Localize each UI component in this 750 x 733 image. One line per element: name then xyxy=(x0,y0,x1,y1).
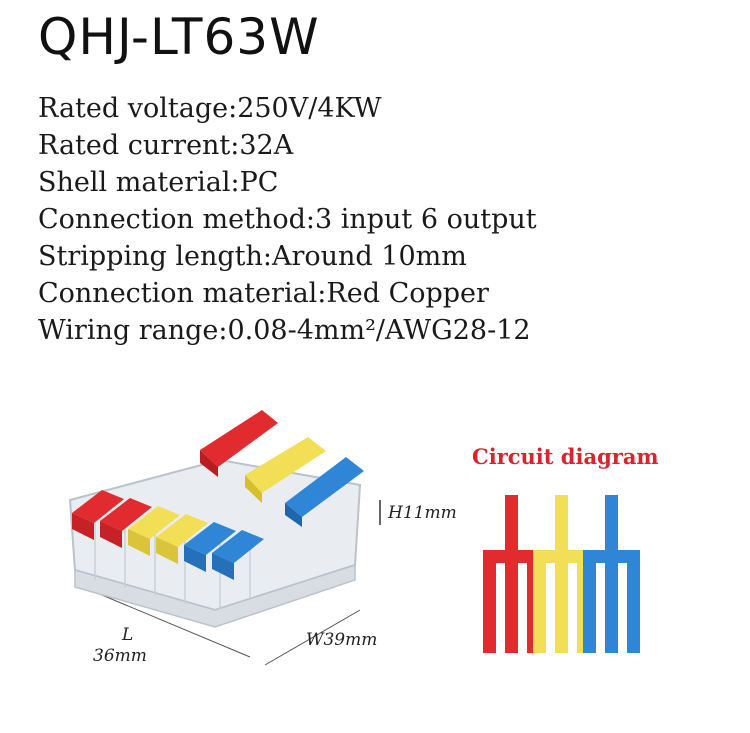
front-lever-blue-2 xyxy=(212,530,264,580)
spec-stripping-length: Stripping length:Around 10mm xyxy=(38,241,467,272)
circuit-diagram-title: Circuit diagram xyxy=(472,444,659,469)
spec-connection-material: Connection material:Red Copper xyxy=(38,278,489,309)
product-title: QHJ-LT63W xyxy=(38,8,320,66)
front-lever-yellow-1 xyxy=(128,506,180,556)
back-lever-blue xyxy=(285,457,364,527)
spec-connection-method: Connection method:3 input 6 output xyxy=(38,204,537,235)
circuit-red xyxy=(483,495,540,653)
back-lever-yellow xyxy=(245,437,326,503)
front-lever-blue-1 xyxy=(184,522,236,572)
housing-base xyxy=(74,563,356,628)
spec-shell-material: Shell material:PC xyxy=(38,167,279,198)
length-dimension-line xyxy=(89,589,251,658)
spec-rated-current: Rated current:32A xyxy=(38,130,294,161)
front-lever-red-2 xyxy=(100,498,152,548)
spec-list: Rated voltage:250V/4KW Rated current:32A… xyxy=(38,90,537,349)
length-label: L xyxy=(122,625,134,645)
circuit-diagram xyxy=(483,495,640,653)
back-lever-red xyxy=(200,410,278,477)
height-label: H11mm xyxy=(388,503,457,523)
circuit-yellow xyxy=(533,495,590,653)
width-dimension-line xyxy=(264,609,361,666)
front-lever-red-1 xyxy=(72,490,124,540)
length-value: 36mm xyxy=(93,646,147,666)
front-lever-yellow-2 xyxy=(156,514,208,564)
spec-rated-voltage: Rated voltage:250V/4KW xyxy=(38,93,382,124)
circuit-blue xyxy=(583,495,640,653)
connector-image xyxy=(68,410,381,666)
spec-wiring-range: Wiring range:0.08-4mm²/AWG28-12 xyxy=(38,315,531,346)
width-label: W39mm xyxy=(306,630,378,650)
